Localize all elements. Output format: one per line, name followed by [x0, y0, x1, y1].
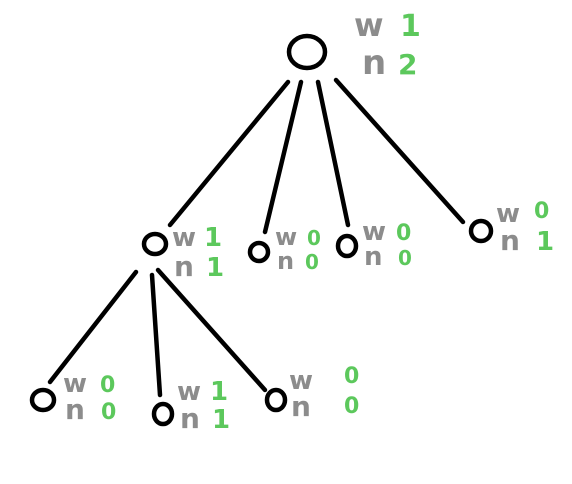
n-letter: n	[277, 247, 294, 275]
n-value: 0	[398, 246, 412, 270]
n-value: 1	[212, 405, 230, 435]
n-letter: n	[500, 224, 520, 257]
n-value: 1	[536, 227, 554, 257]
w-letter: w	[63, 369, 87, 399]
label-leaf-2: w 1 n 1	[177, 377, 230, 435]
edge-child-1-leaf-2	[149, 272, 163, 398]
label-leaf-3: w 0 n 0	[289, 364, 359, 423]
w-value: 1	[400, 9, 421, 44]
label-child-2: w 0 n 0	[275, 223, 321, 275]
node-child-4	[468, 218, 494, 244]
node-leaf-3	[264, 387, 288, 413]
label-child-3: w 0 n 0	[362, 217, 412, 272]
w-letter: w	[172, 223, 196, 253]
w-letter: w	[496, 199, 520, 229]
node-leaf-2	[151, 401, 175, 427]
node-child-1	[141, 231, 169, 257]
w-letter: w	[289, 366, 313, 396]
w-letter: w	[275, 223, 297, 251]
w-value: 0	[396, 221, 411, 246]
w-letter: w	[177, 377, 201, 407]
w-value: 0	[307, 226, 321, 250]
edge-root-child-2	[262, 79, 304, 235]
n-letter: n	[180, 402, 200, 435]
label-child-4: w 0 n 1	[496, 199, 554, 257]
n-letter: n	[174, 250, 194, 283]
edge-root-child-4	[333, 77, 466, 225]
w-letter: w	[362, 217, 386, 247]
n-letter: n	[291, 390, 311, 423]
edge-child-1-leaf-1	[47, 269, 139, 385]
n-letter: n	[65, 393, 85, 426]
node-leaf-1	[29, 387, 57, 413]
n-letter: n	[364, 242, 383, 272]
label-leaf-1: w 0 n 0	[63, 369, 116, 426]
label-root: w 1 n 2	[354, 6, 421, 83]
w-value: 1	[210, 377, 228, 407]
n-value: 1	[206, 253, 224, 283]
n-value: 0	[305, 250, 319, 274]
w-value: 0	[100, 373, 115, 398]
n-value: 2	[398, 48, 417, 81]
n-value: 0	[344, 394, 359, 419]
label-child-1: w 1 n 1	[172, 223, 224, 283]
edge-root-child-1	[167, 79, 291, 228]
edge-root-child-3	[315, 79, 351, 228]
n-letter: n	[362, 43, 386, 83]
node-root	[286, 33, 328, 71]
edge-child-1-leaf-3	[155, 267, 268, 393]
n-value: 0	[101, 400, 116, 425]
w-value: 0	[534, 199, 549, 224]
w-value: 0	[344, 364, 359, 389]
node-child-3	[335, 233, 359, 259]
node-child-2	[247, 240, 271, 264]
w-value: 1	[204, 223, 222, 253]
w-letter: w	[354, 6, 384, 44]
